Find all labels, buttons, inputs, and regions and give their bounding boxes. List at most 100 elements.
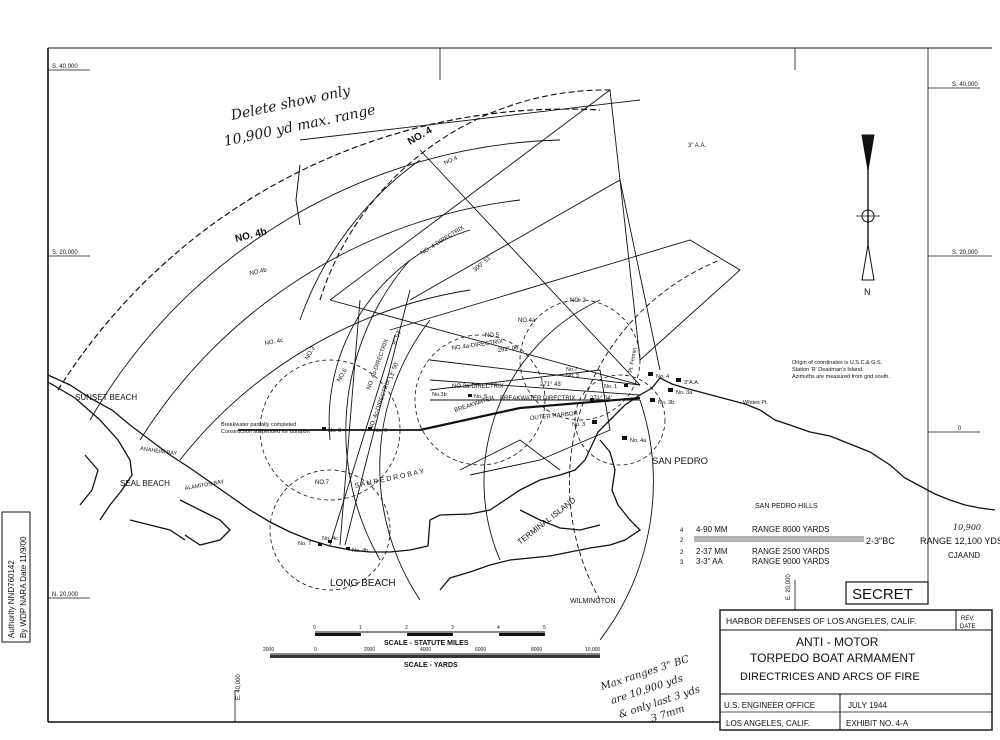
scale-yards-title: SCALE - YARDS (404, 662, 458, 669)
station-label-no5: No. 5 (566, 373, 579, 379)
place-san-pedro: SAN PEDRO (652, 456, 708, 467)
breakwater-note-line-1: Breakwater partially completed (221, 422, 296, 428)
grid-label-right-3: 0 (958, 426, 962, 432)
place-san-pedro-hills: SAN PEDRO HILLS (755, 503, 818, 510)
directrix-breakwater: BREAKWATER DIRECTRIX (500, 396, 575, 402)
place-alamitos-bay: ALAMITOS BAY (184, 479, 225, 492)
station-markers: No. 4 3"A.A. No. 3a No. 3b No. 3 No. 4a … (298, 367, 700, 554)
breakwater-note: Breakwater partially completed Construct… (221, 422, 310, 435)
arc-label-no4b: NO. 4b (234, 226, 268, 244)
station-no5: No. 5 (468, 394, 487, 400)
svg-text:No. 3a: No. 3a (676, 390, 693, 396)
station-no4a: No. 4a (622, 436, 647, 444)
svg-text:4: 4 (497, 625, 500, 631)
svg-text:No. 6: No. 6 (374, 428, 387, 434)
directrix-no3a-az: 271° 43' (540, 382, 562, 388)
svg-text:2000: 2000 (263, 647, 274, 653)
svg-text:5: 5 (543, 625, 546, 631)
svg-text:No. 4b: No. 4b (352, 548, 368, 554)
legend-range-1: RANGE 8000 YARDS (752, 525, 830, 534)
legend-symbol-1: 4 (680, 528, 684, 534)
origin-note-line-3: Azimuths are measured from grid south. (792, 374, 890, 380)
legend-symbol-4: 3 (680, 560, 684, 566)
arc-label-no3: NO.3 (305, 345, 318, 361)
place-anaheim-bay: ANAHEIM BAY (140, 446, 178, 457)
grid-label-bottom-2: E. 20,000 (786, 574, 792, 600)
directrix-breakwater-az: 271° 04' (590, 396, 612, 402)
title-block-text: HARBOR DEFENSES OF LOS ANGELES, CALIF. R… (724, 616, 976, 728)
station-no8: No. 8 (322, 427, 341, 434)
legend-name-1: 4-90 MM (696, 525, 728, 534)
stamp-line-1: Authority NND760142 (7, 560, 16, 638)
station-no4b: No. 4b (346, 547, 368, 554)
grid-label-bottom-1: E. 40,000 (236, 674, 242, 700)
north-arrow-label: N (864, 287, 871, 297)
map-frame (47, 47, 992, 723)
station-no3a: No. 3a (668, 388, 693, 396)
arc-label-no4-small: NO.4 (443, 155, 459, 167)
station-no3: No. 3 (572, 420, 597, 428)
station-no6: No. 6 (368, 427, 387, 434)
stamp-line-2: By WDP NARA Date 11/9/00 (19, 536, 28, 638)
svg-text:No. 2: No. 2 (596, 398, 609, 404)
directrix-lines (329, 149, 641, 546)
place-wilmington: WILMINGTON (570, 598, 615, 605)
directrix-no4b-az: 8° 53' (392, 329, 403, 345)
place-pt-fermin: Pt. Fermin (628, 347, 638, 373)
grid-label-left-3: N. 20,000 (52, 592, 79, 598)
svg-text:8000: 8000 (531, 647, 542, 653)
svg-text:2: 2 (405, 625, 408, 631)
place-san-pedro-bay: S A N P E D R O B A Y (354, 468, 425, 490)
arc-label-no4: NO. 4 (406, 125, 434, 148)
svg-text:No. 8: No. 8 (328, 428, 341, 434)
scale-yards: 2000 0 2000 4000 6000 8000 10,000 SCALE … (263, 647, 601, 669)
arc-label-no4c: NO. 4c (264, 338, 283, 347)
arc-label-no4b-small: NO.4b (249, 267, 268, 277)
svg-text:4000: 4000 (420, 647, 431, 653)
place-sunset-beach: SUNSET BEACH (75, 393, 137, 402)
title-date-label: DATE (960, 624, 976, 630)
legend-symbol-2: 2 (680, 538, 684, 544)
title-month: JULY 1944 (848, 701, 887, 710)
grid-label-right-2: S. 20,000 (952, 250, 978, 256)
station-label-no7: No.7 (566, 367, 578, 373)
grid-labels: S. 40,000 S. 20,000 N. 20,000 S. 40,000 … (52, 64, 978, 700)
station-aa: 3"A.A. (676, 378, 700, 386)
directrix-no4a-az: 292° 06' (497, 345, 520, 354)
svg-text:2000: 2000 (364, 647, 375, 653)
station-no2: No. 2 (590, 398, 609, 404)
scale-miles-title: SCALE - STATUTE MILES (384, 640, 469, 647)
legend-row-2: 2 2-3"BC RANGE 12,100 YDS (680, 536, 1000, 546)
declassification-stamp: Authority NND760142 By WDP NARA Date 11/… (1, 511, 31, 643)
title-office-2: LOS ANGELES, CALIF. (726, 719, 810, 728)
svg-text:No. 3: No. 3 (572, 422, 585, 428)
title-line-2: TORPEDO BOAT ARMAMENT (750, 651, 916, 665)
directrix-no3a: NO.3a-DIRECTRIX (452, 384, 504, 390)
station-no3b: No. 3b (650, 398, 674, 406)
title-rev: REV. (961, 616, 975, 622)
station-label-no3b-left: No.3b (432, 392, 447, 398)
legend-hand-bottom: CJAAND (948, 551, 980, 560)
svg-text:6000: 6000 (475, 647, 486, 653)
breakwater-note-line-2: Construction suspended for duration (221, 429, 310, 435)
svg-text:No. 4c: No. 4c (322, 536, 338, 542)
origin-note-line-1: Origin of coordinates is U.S.C.& G.S. (792, 360, 883, 366)
svg-text:0: 0 (314, 647, 317, 653)
station-no4: No. 4 (648, 372, 669, 380)
directrix-no4c-az: 13° 50' (388, 361, 400, 380)
title-office-1: U.S. ENGINEER OFFICE (724, 701, 815, 710)
grid-label-left-2: S. 20,000 (52, 250, 78, 256)
svg-text:10,000: 10,000 (585, 647, 601, 653)
secret-stamp: SECRET (845, 581, 929, 605)
arc-label-3aa: 3" A.A. (688, 143, 706, 149)
svg-text:0: 0 (313, 625, 316, 631)
directrix-no4-az: 300° 51' (472, 255, 493, 274)
arc-label-no2: NO. 2 (570, 298, 586, 304)
origin-note-line-2: Station 'R' Deadman's Island. (792, 367, 864, 373)
place-seal-beach: SEAL BEACH (120, 479, 170, 488)
title-exhibit: EXHIBIT NO. 4-A (846, 719, 909, 728)
svg-text:1: 1 (359, 625, 362, 631)
origin-note: Origin of coordinates is U.S.C.& G.S. St… (792, 360, 890, 380)
legend-range-3: RANGE 2500 YARDS (752, 547, 830, 556)
